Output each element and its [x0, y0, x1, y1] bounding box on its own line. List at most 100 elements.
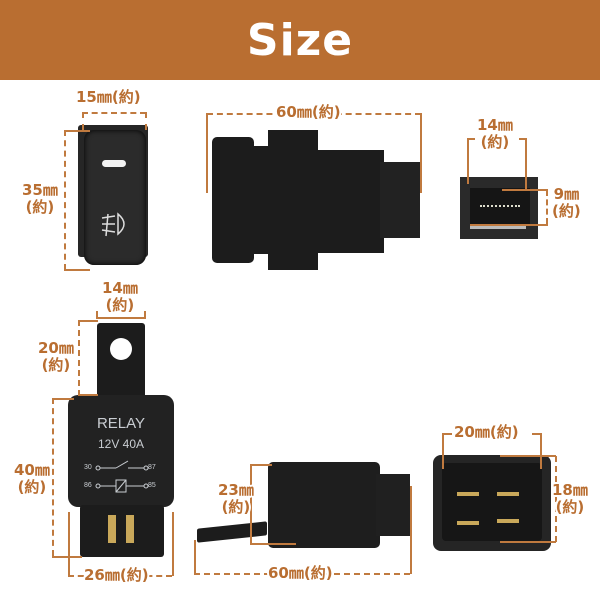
switch-connector — [380, 162, 420, 238]
dimension-line — [52, 398, 74, 400]
terminal-pin — [497, 492, 519, 496]
terminal-pin — [457, 492, 479, 496]
switch-height-label: 35㎜ (約) — [22, 182, 58, 216]
label-line: 23㎜ — [218, 481, 254, 499]
label-line: 14㎜ — [102, 279, 138, 297]
dimension-line — [442, 433, 452, 435]
dimension-line — [442, 433, 444, 469]
relay-body — [68, 395, 174, 507]
switch-body — [314, 150, 384, 253]
label-line: (約) — [25, 198, 55, 216]
dimension-line — [467, 138, 469, 184]
dimension-line — [82, 112, 84, 130]
body-width-dimension-line — [68, 575, 172, 577]
label-line: (約) — [105, 296, 135, 314]
relay-side-length-label: 60㎜(約) — [268, 564, 333, 582]
relay-bottom-height-dimension-line — [555, 456, 557, 542]
dimension-line — [206, 113, 208, 193]
dimension-line — [502, 189, 548, 191]
dimension-line — [96, 311, 98, 319]
label-line: (約) — [552, 202, 581, 220]
label-line: (約) — [480, 133, 510, 151]
dimension-line — [172, 512, 174, 576]
dimension-line — [194, 540, 196, 574]
relay-body — [268, 462, 380, 548]
dimension-line — [78, 320, 98, 322]
dimension-line — [532, 433, 542, 435]
connector-pins — [480, 205, 520, 209]
label-line: 40㎜ — [14, 461, 50, 479]
terminal-pin — [497, 519, 519, 523]
dimension-line — [250, 464, 272, 466]
switch-width-label: 15㎜(約) — [76, 88, 141, 106]
dimension-line — [145, 112, 147, 130]
label-line: 14㎜ — [477, 116, 513, 134]
dimension-line — [250, 543, 296, 545]
relay-bottom-height-label: 18㎜ (約) — [552, 482, 588, 516]
connector-width-label: 14㎜ (約) — [477, 117, 513, 151]
body-height-dimension-line — [52, 398, 54, 556]
label-line: (約) — [555, 498, 585, 516]
tab-width-label: 14㎜ (約) — [102, 280, 138, 314]
pin-label: 86 — [84, 482, 92, 489]
length-dimension-line — [207, 113, 421, 115]
relay-mount-tab — [197, 521, 267, 543]
label-line: (約) — [41, 356, 71, 374]
label-line: 9㎜ — [553, 185, 580, 203]
body-height-label: 40㎜ (約) — [14, 462, 50, 496]
body-width-label: 26㎜(約) — [84, 566, 149, 584]
dimension-line — [64, 130, 90, 132]
dimension-line — [500, 455, 556, 457]
switch-body — [268, 130, 318, 270]
relay-socket — [442, 463, 542, 541]
relay-terminals — [376, 474, 410, 536]
fog-light-icon — [101, 212, 125, 237]
page-title: Size — [246, 14, 354, 66]
dimension-line — [96, 317, 146, 319]
dimension-line — [467, 138, 475, 140]
dimension-line — [500, 541, 556, 543]
dimension-line — [64, 269, 90, 271]
width-dimension-line — [82, 112, 146, 114]
dimension-line — [68, 512, 70, 576]
dimension-line — [144, 311, 146, 319]
label-line: (約) — [221, 498, 251, 516]
relay-mount-tab — [97, 323, 145, 403]
relay-circuit-diagram — [95, 460, 149, 493]
dimension-line — [420, 113, 422, 193]
dimension-line — [519, 138, 527, 140]
relay-side-height-label: 23㎜ (約) — [218, 482, 254, 516]
pin-label: 87 — [148, 464, 156, 471]
label-line: 20㎜ — [38, 339, 74, 357]
connector-latch — [470, 226, 526, 229]
title-banner: Size — [0, 0, 600, 80]
relay-bottom-width-label: 20㎜(約) — [454, 423, 519, 441]
switch-body-front — [212, 137, 254, 263]
switch-length-label: 60㎜(約) — [276, 103, 341, 121]
terminal-divider — [116, 512, 126, 546]
switch-rocker — [84, 130, 146, 265]
dimension-line — [540, 433, 542, 469]
pin-label: 30 — [84, 464, 92, 471]
height-dimension-line — [64, 130, 66, 270]
relay-length-dimension-line — [194, 573, 410, 575]
tab-height-label: 20㎜ (約) — [38, 340, 74, 374]
indicator-light — [102, 160, 126, 167]
label-line: 18㎜ — [552, 481, 588, 499]
terminal-pin — [457, 521, 479, 525]
relay-print-rating: 12V 40A — [97, 437, 145, 451]
dimension-line — [470, 224, 548, 226]
dimension-line — [78, 394, 98, 396]
dimension-line — [525, 138, 527, 190]
dimension-line — [410, 486, 412, 574]
relay-print-title: RELAY — [96, 415, 146, 432]
dimension-line — [52, 556, 82, 558]
pin-label: 85 — [148, 482, 156, 489]
mount-hole — [110, 338, 132, 360]
label-line: (約) — [17, 478, 47, 496]
label-line: 35㎜ — [22, 181, 58, 199]
connector-height-label: 9㎜ (約) — [552, 186, 581, 220]
height-dimension-line — [546, 190, 548, 224]
dimension-line — [250, 464, 252, 544]
tab-height-dimension-line — [78, 320, 80, 396]
